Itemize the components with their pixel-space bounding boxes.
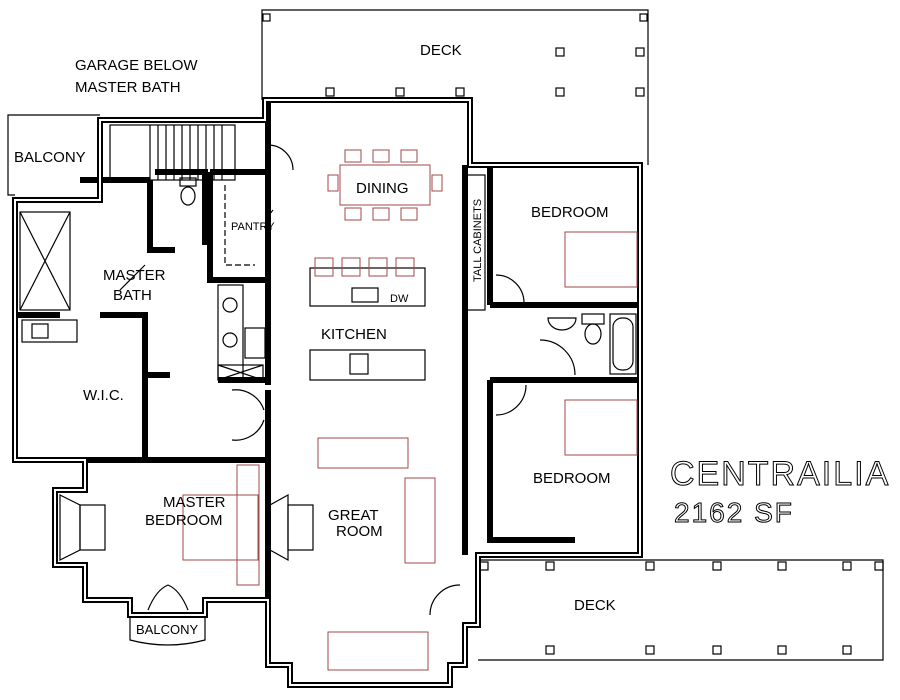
toilet-master	[179, 177, 197, 206]
stairs	[109, 124, 236, 181]
walls	[12, 97, 643, 688]
plan-area: 2162 SF	[674, 497, 794, 528]
label-kitchen: KITCHEN	[321, 326, 387, 343]
kitchen-island	[217, 267, 426, 381]
wic-sink	[21, 319, 78, 343]
balcony-top	[7, 114, 100, 196]
furniture	[182, 149, 638, 671]
label-wic: W.I.C.	[83, 387, 124, 404]
label-deck-top: DECK	[420, 42, 462, 59]
label-master-bedroom-1: MASTER	[163, 494, 226, 511]
balcony-bottom	[129, 615, 206, 646]
label-great-room-1: GREAT	[328, 507, 379, 524]
label-balcony-top: BALCONY	[14, 149, 86, 166]
label-dw: DW	[390, 293, 409, 305]
label-balcony-bottom: BALCONY	[136, 622, 198, 637]
label-great-room-2: ROOM	[336, 523, 383, 540]
deck-bottom	[478, 559, 884, 661]
doors	[119, 144, 576, 616]
label-bedroom-1: BEDROOM	[531, 204, 609, 221]
fireplaces	[59, 493, 314, 562]
label-garage-note-2: MASTER BATH	[75, 79, 181, 96]
label-tall-cabinets: TALL CABINETS	[472, 199, 484, 282]
deck-top	[261, 9, 649, 165]
plan-title: CENTRAILIA	[670, 455, 890, 493]
label-master-bedroom-2: BEDROOM	[145, 512, 223, 529]
label-master-bath-1: MASTER	[103, 267, 166, 284]
pantry-shelves	[224, 185, 255, 266]
label-dining: DINING	[356, 180, 409, 197]
tall-cabinets	[464, 174, 486, 311]
label-bedroom-2: BEDROOM	[533, 470, 611, 487]
label-deck-bottom: DECK	[574, 597, 616, 614]
label-pantry: PANTRY	[231, 221, 275, 233]
label-garage-note-1: GARAGE BELOW	[75, 57, 198, 74]
shower	[19, 211, 71, 311]
label-master-bath-2: BATH	[113, 287, 152, 304]
bath-fixtures	[547, 313, 637, 375]
